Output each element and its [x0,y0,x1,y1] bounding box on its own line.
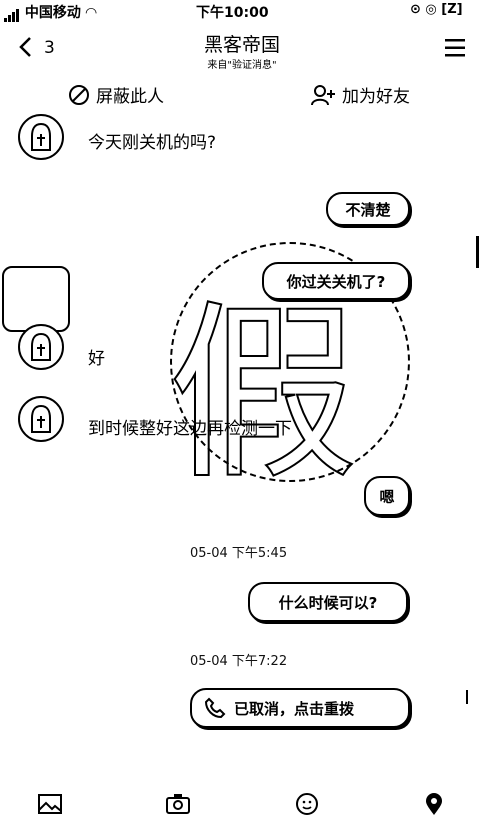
location-icon[interactable] [422,792,446,816]
back-count[interactable]: 3 [44,38,55,58]
emoji-icon[interactable] [295,792,319,816]
back-arrow-icon[interactable] [16,36,38,58]
status-right-icons: ⊙ ◎ [Z] [410,2,463,17]
message-text: 好 [88,349,105,369]
add-friend-button[interactable]: 加为好友 [310,82,410,107]
avatar[interactable] [18,114,64,160]
status-bar: 中国移动 ◠ 下午10:00 ⊙ ◎ [Z] [0,0,484,22]
camera-icon[interactable] [166,792,190,816]
carrier: 中国移动 ◠ [4,2,97,22]
wifi-icon: ◠ [85,5,97,21]
status-time: 下午10:00 [196,5,269,21]
message-text: 今天刚关机的吗? [88,133,217,153]
watermark-circle [170,242,410,482]
message-bubble[interactable]: 不清楚 [326,192,410,226]
avatar[interactable] [18,396,64,442]
message-bubble-partial [2,266,70,332]
timestamp: 05-04 下午5:45 [190,546,288,561]
menu-icon[interactable] [444,38,466,58]
chat-subtitle: 来自"验证消息" [207,60,277,71]
scrollbar[interactable] [476,236,479,268]
message-text: 到时候整好这边再检测一下 [88,419,292,439]
watermark-text: 假 [167,284,359,505]
phone-icon [204,697,226,719]
scroll-tick [466,690,468,704]
call-bubble-text: 已取消，点击重拨 [234,699,355,718]
block-user-button[interactable]: 屏蔽此人 [68,82,164,107]
message-bubble[interactable]: 什么时候可以? [248,582,408,622]
timestamp: 05-04 下午7:22 [190,654,288,669]
call-bubble[interactable]: 已取消，点击重拨 [190,688,410,728]
block-icon [69,84,89,105]
block-user-label: 屏蔽此人 [96,87,164,107]
add-friend-label: 加为好友 [342,87,410,107]
image-icon[interactable] [38,792,62,816]
message-bubble[interactable]: 嗯 [364,476,410,516]
message-bubble[interactable]: 你过关关机了? [262,262,410,300]
chat-title: 黑客帝国 [203,34,280,56]
carrier-label: 中国移动 [24,5,81,21]
add-user-icon [311,84,335,105]
avatar[interactable] [18,324,64,370]
